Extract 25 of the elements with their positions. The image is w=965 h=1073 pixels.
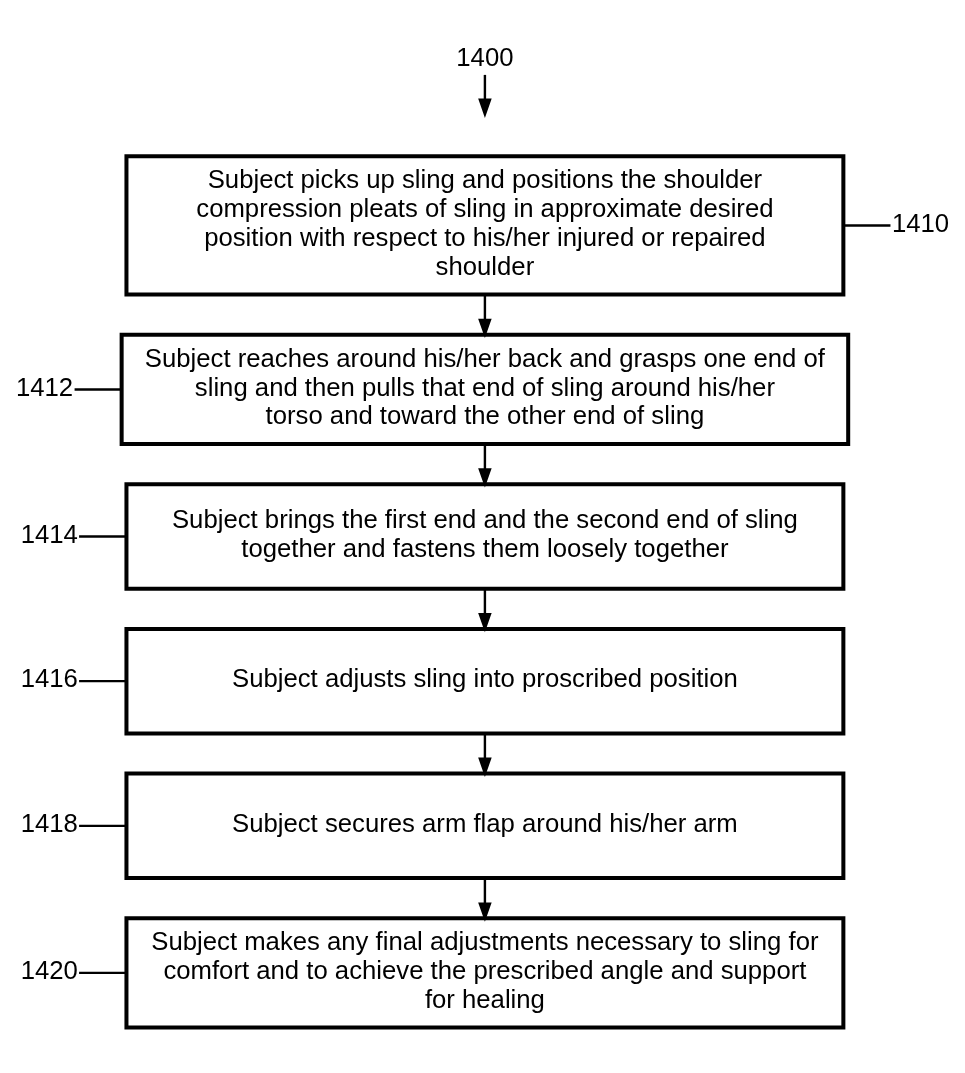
node-box: Subject adjusts sling into proscribed position [124, 626, 846, 736]
node-box: Subject brings the first end and the second end of sling together and fastens them loosely together [124, 482, 846, 591]
connector [79, 679, 126, 683]
arrow [478, 733, 492, 777]
arrow [478, 444, 492, 488]
connector [79, 971, 126, 975]
arrow [478, 294, 492, 338]
node-text: 1420 [20, 956, 78, 985]
connector [74, 388, 122, 391]
connector [79, 535, 126, 538]
node-text: 1412 [15, 372, 74, 401]
node-box: Subject reaches around his/her back and grasps one end of sling and then pulls that end of sling around his/her torso and toward the other end of sling [119, 332, 851, 447]
node-text: 1410 [891, 208, 950, 237]
node-text: 1414 [20, 519, 78, 548]
node-box: Subject makes any final adjustments necessary to sling for comfort and to achieve the prescribed angle and support for healing [124, 916, 846, 1030]
node-box: Subject secures arm flap around his/her arm [124, 771, 846, 881]
arrow [478, 878, 492, 922]
node-text: 1416 [20, 664, 78, 693]
node-box: Subject picks up sling and positions the shoulder compression pleats of sling in approximate desired position with respect to his/her injured or repaired shoulder [124, 154, 846, 297]
connector [843, 224, 891, 227]
node-text: 1400 [456, 43, 514, 71]
arrow [478, 589, 492, 633]
node-text: 1418 [20, 808, 78, 837]
arrow [478, 74, 492, 118]
connector [79, 824, 126, 828]
